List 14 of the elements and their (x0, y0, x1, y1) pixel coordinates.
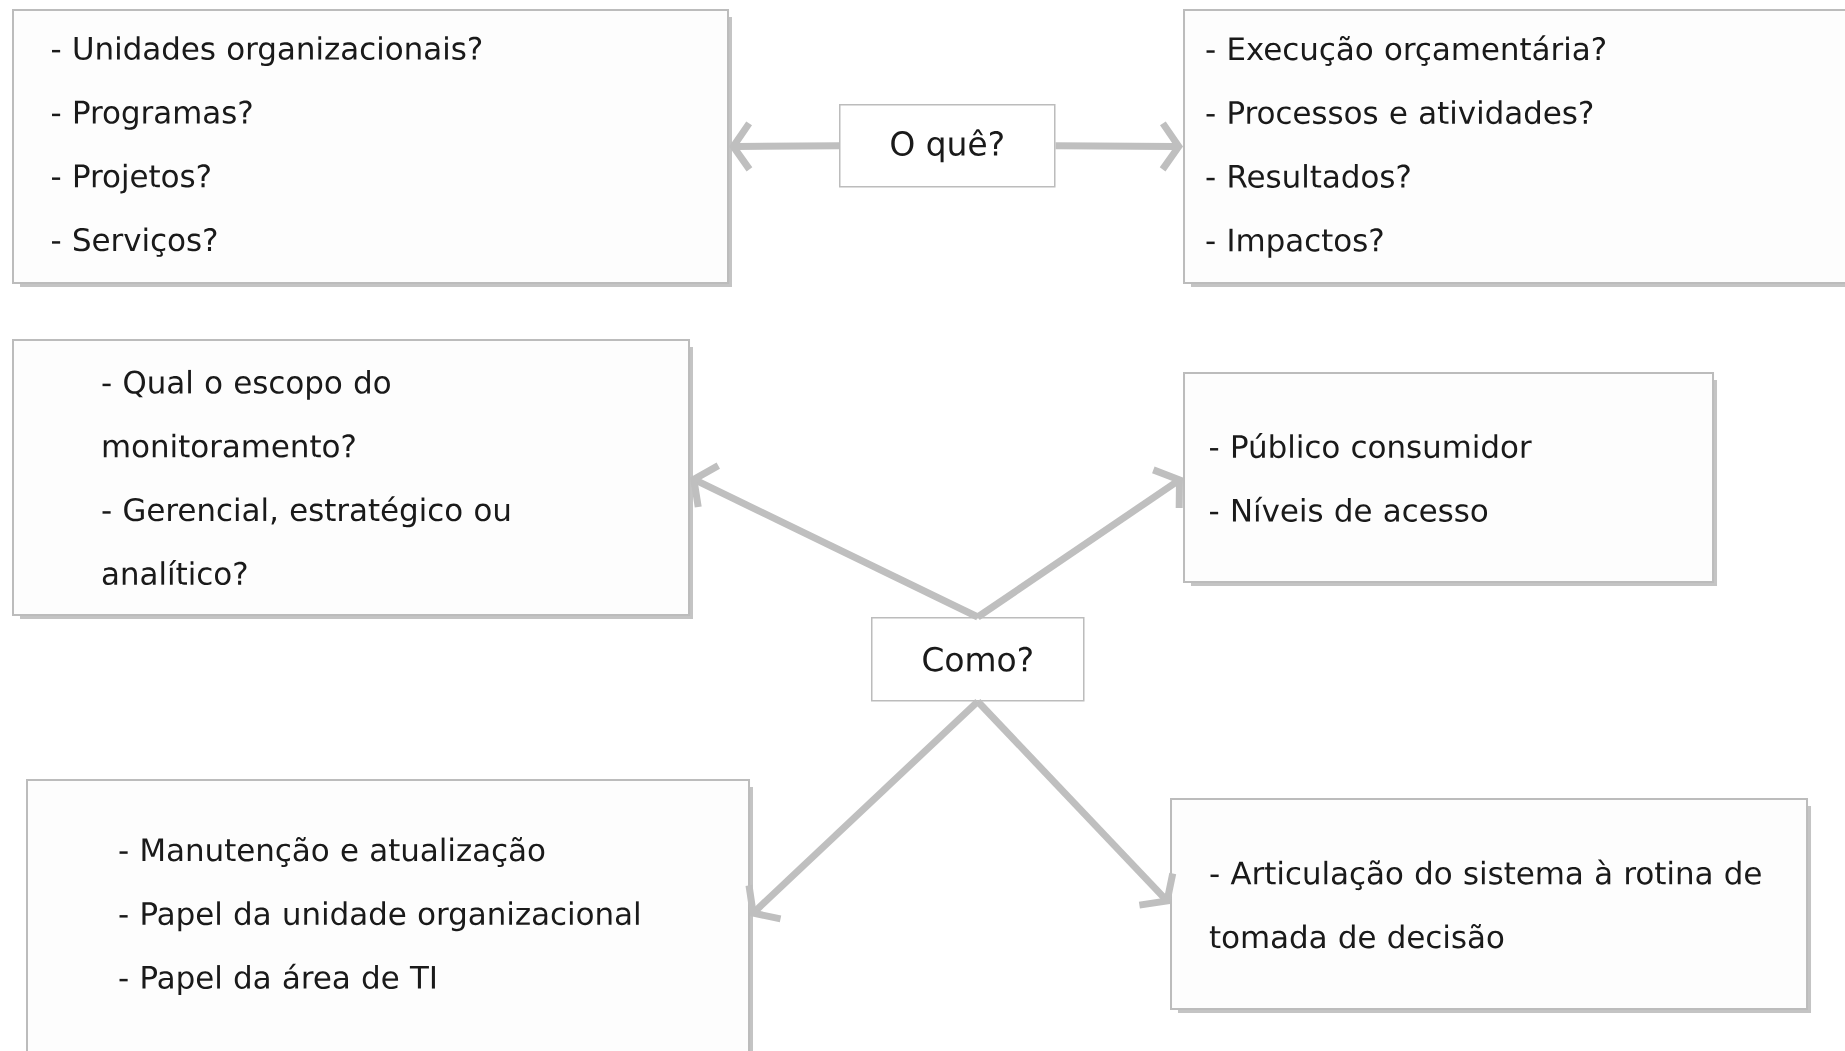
arrow (975, 699, 1177, 909)
text-box: - Manutenção e atualização - Papel da unidade organizacional - Papel da área de TI (26, 779, 753, 1051)
question-box: Como? (871, 617, 1085, 702)
question-box: O quê? (839, 104, 1056, 188)
text-box: - Unidades organizacionais? - Programas? - Projetos? - Serviços? (12, 9, 732, 287)
arrow (1055, 121, 1183, 172)
arrow (690, 462, 980, 621)
text-box: - Qual o escopo do monitoramento? - Gerencial, estratégico ou analítico? (12, 339, 693, 619)
text-box: - Público consumidor - Níveis de acesso (1183, 372, 1717, 586)
arrow (975, 466, 1183, 620)
arrow (745, 698, 981, 923)
arrow (729, 121, 840, 172)
text-box: - Execução orçamentária? - Processos e atividades? - Resultados? - Impactos? (1183, 9, 1845, 287)
text-box: - Articulação do sistema à rotina de tomada de decisão (1170, 798, 1811, 1013)
